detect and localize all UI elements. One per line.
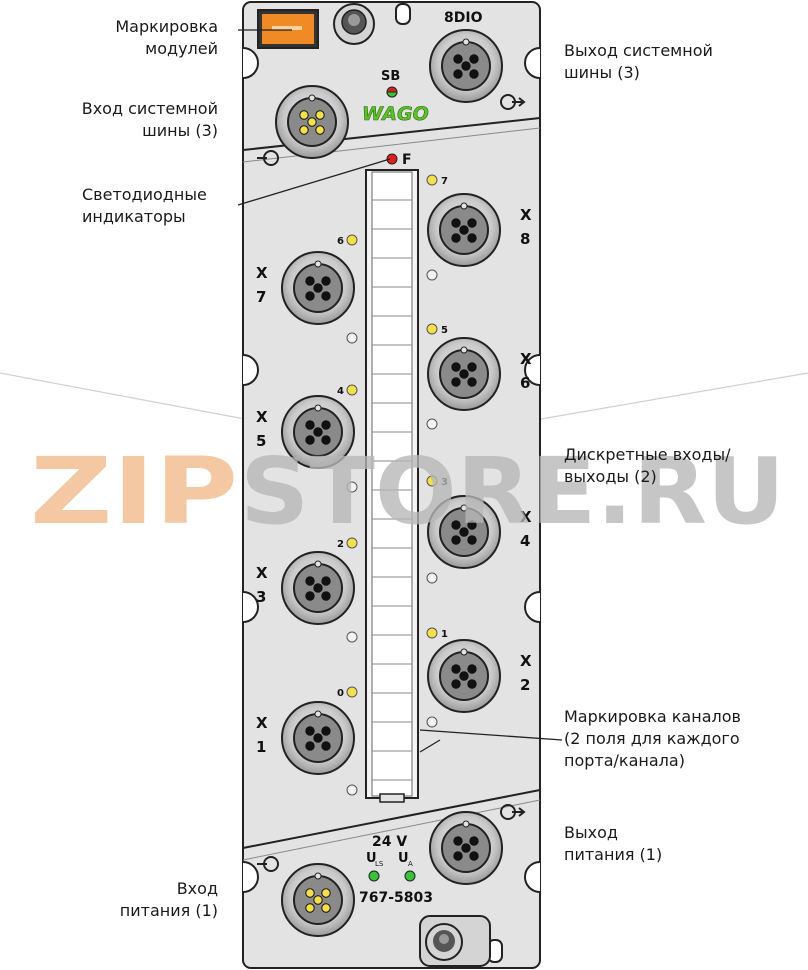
port-led-5 [426, 323, 438, 335]
port-led-0 [346, 686, 358, 698]
port-label-number: 8 [520, 230, 530, 248]
port-label-number: 3 [256, 588, 266, 606]
bottom-screw [419, 915, 491, 967]
port-label-number: 5 [256, 432, 266, 450]
port-connector-x3 [281, 551, 355, 625]
f-led [386, 153, 398, 165]
watermark: ZIP STORE.RU [30, 438, 785, 545]
bus-out-connector [429, 29, 503, 103]
callout-leds: Светодиодные индикаторы [82, 185, 207, 226]
port-led-number: 7 [441, 176, 448, 187]
port-status-led [426, 716, 438, 728]
port-led-3 [426, 475, 438, 487]
port-led-number: 5 [441, 325, 448, 336]
uls-sub: LS [375, 860, 384, 868]
uls-label: U [366, 851, 377, 866]
port-label-number: 2 [520, 676, 530, 694]
callout-bus-out: Выход системной шины (3) [564, 41, 713, 82]
callout-channel-marking: Маркировка каналов (2 поля для каждого п… [564, 707, 741, 770]
port-connector-x5 [281, 395, 355, 469]
module-name: 8DIO [444, 10, 483, 26]
port-status-led [346, 631, 358, 643]
port-status-led [426, 269, 438, 281]
port-connector-x6 [427, 337, 501, 411]
port-status-led [346, 784, 358, 796]
callout-leaders [237, 29, 563, 753]
power-out-connector [429, 811, 503, 885]
article-number: 767-5803 [359, 890, 433, 906]
port-led-number: 1 [441, 629, 448, 640]
ua-label: U [398, 851, 409, 866]
callout-power-out: Выход питания (1) [564, 823, 663, 864]
port-status-led [426, 418, 438, 430]
port-label-letter: X [520, 350, 532, 368]
callout-bus-in: Вход системной шины (3) [81, 99, 218, 140]
port-label-letter: X [520, 206, 532, 224]
bus-out-symbol [500, 94, 526, 110]
bus-in-connector [275, 85, 349, 159]
port-led-number: 4 [337, 386, 344, 397]
top-screw [333, 3, 375, 45]
module-marking-label [257, 9, 319, 49]
power-in-symbol [257, 856, 279, 872]
ua-led [404, 870, 416, 882]
port-led-6 [346, 234, 358, 246]
port-label-letter: X [256, 714, 268, 732]
bus-in-symbol [257, 150, 279, 166]
port-led-1 [426, 627, 438, 639]
ua-sub: A [408, 860, 413, 868]
callout-digital-io: Дискретные входы/ выходы (2) [564, 445, 731, 486]
port-status-led [346, 481, 358, 493]
port-label-letter: X [256, 408, 268, 426]
f-label: F [402, 152, 412, 168]
port-led-number: 0 [337, 688, 344, 699]
callout-module-marking: Маркировка модулей [115, 17, 218, 58]
port-label-letter: X [256, 264, 268, 282]
port-connector-x4 [427, 495, 501, 569]
connectors [275, 29, 503, 937]
port-led-number: 2 [337, 539, 344, 550]
port-label-number: 7 [256, 288, 266, 306]
port-label-number: 1 [256, 738, 266, 756]
port-connector-x2 [427, 639, 501, 713]
port-led-number: 6 [337, 236, 344, 247]
power-in-connector [281, 863, 355, 937]
voltage-label: 24 V [372, 834, 407, 850]
port-led-4 [346, 384, 358, 396]
port-led-number: 3 [441, 477, 448, 488]
port-led-2 [346, 537, 358, 549]
port-connector-x7 [281, 251, 355, 325]
port-label-number: 6 [520, 374, 530, 392]
port-label-letter: X [256, 564, 268, 582]
uls-led [368, 870, 380, 882]
power-out-symbol [500, 804, 526, 820]
port-label-letter: X [520, 508, 532, 526]
port-label-number: 4 [520, 532, 530, 550]
port-status-led [346, 332, 358, 344]
watermark-lines [0, 372, 808, 421]
port-status-led [426, 572, 438, 584]
port-connector-x1 [281, 701, 355, 775]
port-leds: 7 6 5 4 3 2 1 0 [337, 174, 448, 796]
port-label-letter: X [520, 652, 532, 670]
port-led-7 [426, 174, 438, 186]
watermark-part2: STORE.RU [240, 438, 785, 545]
brand-logo: WAGO [362, 103, 429, 125]
watermark-part1: ZIP [30, 438, 238, 545]
callout-power-in: Вход питания (1) [119, 879, 218, 920]
port-connector-x8 [427, 193, 501, 267]
sb-label: SB [381, 69, 400, 84]
sb-led [386, 86, 398, 98]
